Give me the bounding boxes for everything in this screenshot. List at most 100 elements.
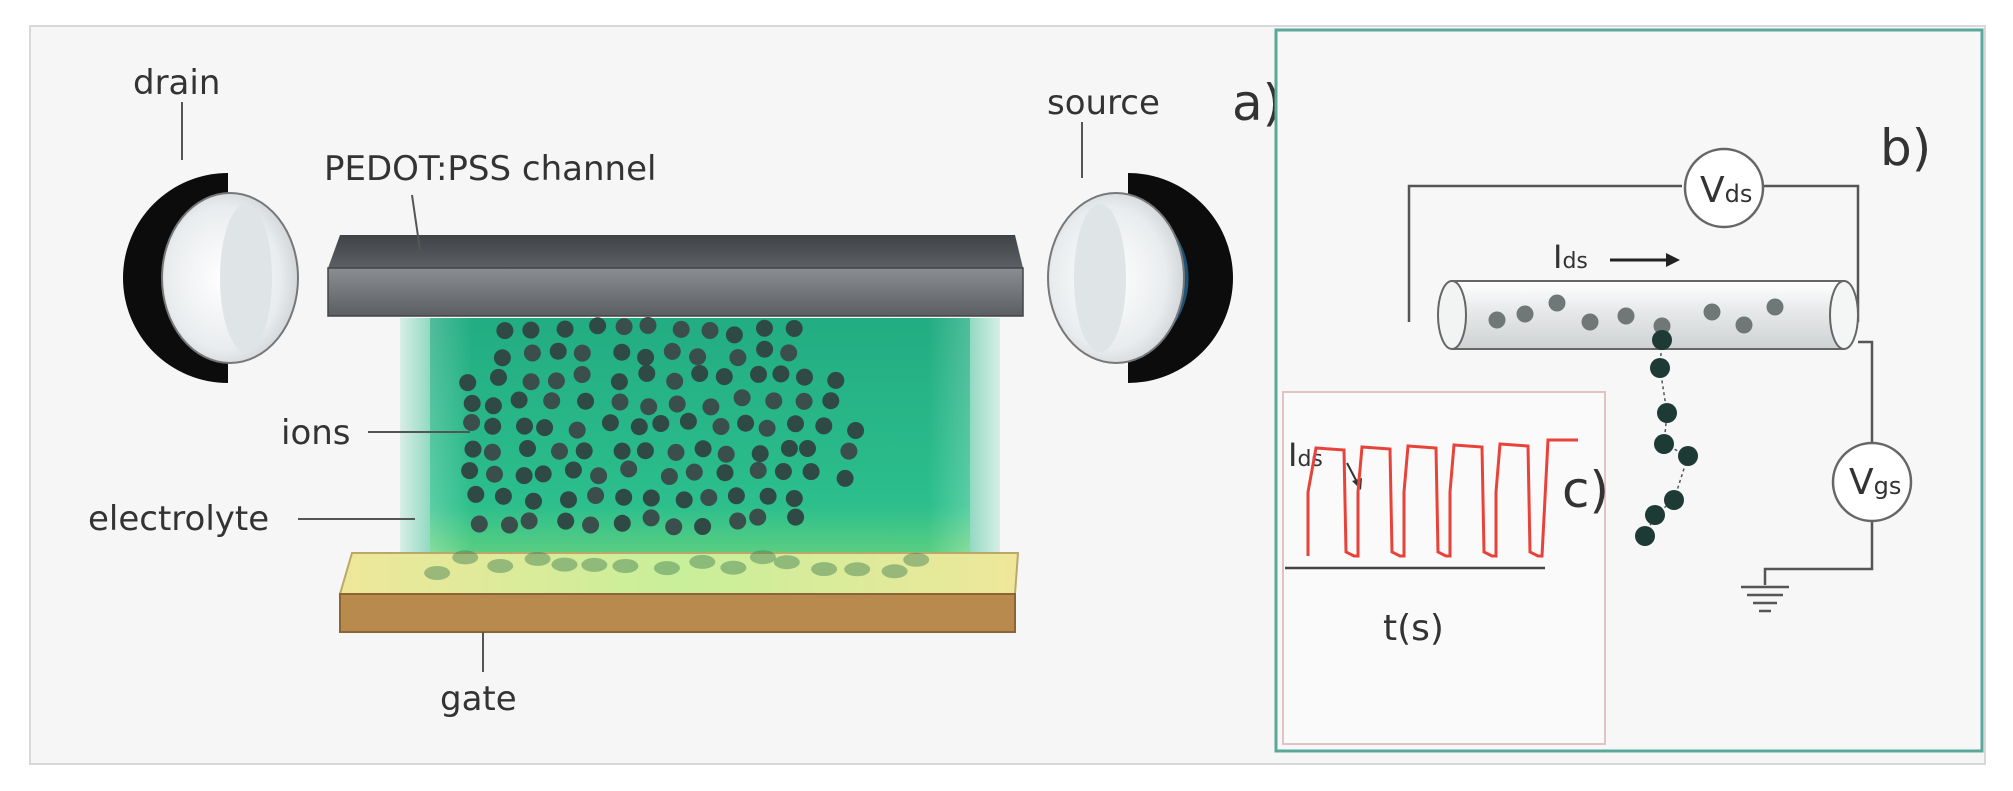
ion xyxy=(615,318,633,336)
ion-chain xyxy=(1635,330,1698,546)
channel-top-face xyxy=(328,235,1023,268)
ion xyxy=(729,349,747,367)
ion xyxy=(795,392,813,410)
ion xyxy=(796,368,813,386)
ion xyxy=(751,445,769,463)
ion xyxy=(630,418,648,436)
vgs-meter xyxy=(1831,441,1913,523)
ion xyxy=(660,468,678,485)
gate-ion-shadow xyxy=(487,559,514,573)
tube-ion xyxy=(1653,317,1671,335)
panel-c: Ids t(s) c) xyxy=(1285,436,1609,649)
tube-ion xyxy=(1548,294,1566,312)
ion xyxy=(780,344,798,362)
ion xyxy=(486,465,503,483)
panel-c-ids-label: Ids xyxy=(1288,436,1323,474)
ion xyxy=(549,342,567,360)
tube-ion xyxy=(1581,313,1599,331)
ion xyxy=(679,412,697,430)
ion xyxy=(589,317,607,335)
gate-ion-shadow xyxy=(689,554,716,569)
vgs-label: Vgs xyxy=(1849,462,1901,503)
time-axis-label: t(s) xyxy=(1383,608,1444,649)
ids-label: Ids xyxy=(1553,238,1588,276)
ion xyxy=(613,514,631,532)
ids-signal-trace xyxy=(1306,438,1578,558)
ion xyxy=(765,392,783,410)
ion xyxy=(665,518,683,536)
gate-ion-shadow xyxy=(773,555,800,570)
ion xyxy=(590,467,608,485)
ion xyxy=(787,508,805,526)
gate-ion-shadow xyxy=(581,557,608,572)
gate-ion-shadow xyxy=(612,559,639,573)
ion xyxy=(716,464,734,482)
ion xyxy=(691,365,709,382)
vgs-wire-ground xyxy=(1763,520,1874,585)
channel-leader xyxy=(411,194,421,251)
ion xyxy=(642,489,660,507)
moving-ion xyxy=(1657,403,1677,423)
moving-ion xyxy=(1678,446,1698,466)
ion xyxy=(543,392,561,410)
gate-ion-shadow xyxy=(653,561,680,576)
ion xyxy=(547,372,565,390)
ion xyxy=(712,418,730,435)
ion xyxy=(772,365,790,383)
ion xyxy=(587,487,605,504)
ion xyxy=(573,366,591,383)
ion xyxy=(675,491,693,509)
ion xyxy=(666,372,684,390)
gate-ion-shadow xyxy=(811,562,838,577)
ion xyxy=(534,465,552,483)
ion xyxy=(556,320,574,338)
gate-ion-shadow xyxy=(844,562,871,577)
ion xyxy=(780,439,798,457)
label-ions: ions xyxy=(281,413,351,453)
ion xyxy=(822,392,840,410)
ion xyxy=(510,391,528,409)
ion xyxy=(715,368,733,386)
ion xyxy=(551,442,568,460)
moving-ion xyxy=(1652,330,1672,350)
ion xyxy=(470,515,488,533)
ion xyxy=(560,491,577,509)
ion xyxy=(737,414,755,432)
ion xyxy=(640,398,658,416)
tube-ion xyxy=(1735,316,1753,334)
ion xyxy=(668,395,686,413)
ion xyxy=(557,512,575,530)
tube-ion xyxy=(1488,311,1506,329)
ion xyxy=(522,321,540,339)
ion xyxy=(758,419,776,437)
ion xyxy=(522,373,540,391)
ion xyxy=(601,414,619,432)
ion xyxy=(774,463,792,480)
vds-wire-left xyxy=(1407,184,1682,322)
ion xyxy=(523,344,541,362)
ion xyxy=(636,442,654,460)
ion xyxy=(672,320,690,338)
ion xyxy=(749,508,767,526)
ion xyxy=(701,322,719,339)
ion xyxy=(702,398,720,416)
ion xyxy=(836,469,854,487)
label-gate: gate xyxy=(440,679,517,719)
ion xyxy=(667,443,685,461)
label-source: source xyxy=(1047,83,1160,123)
moving-ion xyxy=(1664,490,1684,510)
ion xyxy=(467,485,485,503)
label-electrolyte: electrolyte xyxy=(88,499,269,539)
ion xyxy=(840,442,858,460)
ion xyxy=(620,460,638,478)
panel-a: drain source PEDOT:PSS channel ions elec… xyxy=(88,63,1282,719)
ion xyxy=(582,516,600,534)
ion xyxy=(725,326,743,344)
ion xyxy=(493,349,511,367)
ion xyxy=(610,373,628,391)
ion xyxy=(575,442,593,460)
ions-cloud xyxy=(459,317,865,536)
source-electrode xyxy=(1047,173,1233,383)
panel-b: Vds Vgs Ids b) xyxy=(1407,119,1931,613)
tube-ion xyxy=(1617,307,1635,325)
